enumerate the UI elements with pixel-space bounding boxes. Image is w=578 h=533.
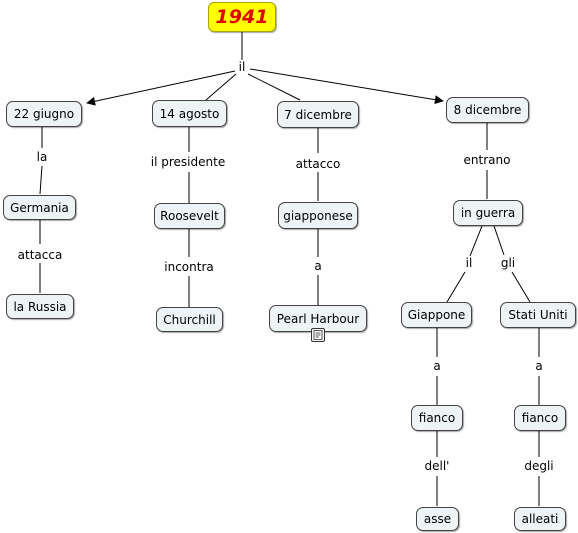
node-roosevelt[interactable]: Roosevelt [154, 203, 225, 229]
link-phrase-a-pearl: a [313, 259, 323, 273]
link-phrase-entrano: entrano [462, 153, 512, 167]
node-fianco-giappone[interactable]: fianco [411, 405, 463, 431]
link-phrase-degli: degli [523, 459, 555, 473]
node-8-dicembre[interactable]: 8 dicembre [446, 97, 529, 123]
connector-il-7-dicembre [247, 73, 301, 101]
link-phrase-attacca: attacca [16, 248, 64, 262]
root-node-1941[interactable]: 1941 [208, 2, 276, 32]
node-alleati[interactable]: alleati [514, 507, 566, 531]
node-germania[interactable]: Germania [3, 195, 76, 220]
link-phrase-a-giappone: a [432, 359, 442, 373]
node-churchill[interactable]: Churchill [156, 307, 223, 332]
link-phrase-dell: dell' [423, 459, 451, 473]
document-icon[interactable] [311, 328, 325, 342]
node-la-russia[interactable]: la Russia [6, 294, 74, 319]
link-phrase-il-presidente: il presidente [149, 155, 227, 169]
link-phrase-attacco: attacco [294, 157, 342, 171]
node-pearl-harbour[interactable]: Pearl Harbour [269, 305, 367, 332]
node-in-guerra[interactable]: in guerra [453, 200, 523, 226]
connector-il-14-agosto [205, 73, 237, 101]
link-phrase-il: il [237, 60, 247, 74]
link-phrase-gli: gli [499, 256, 517, 270]
link-phrase-il-giappone: il [464, 256, 474, 270]
node-stati-uniti[interactable]: Stati Uniti [500, 302, 576, 328]
node-giappone[interactable]: Giappone [401, 302, 472, 328]
arrow-to-8-dicembre [249, 68, 444, 105]
link-phrase-la: la [35, 150, 49, 164]
node-14-agosto[interactable]: 14 agosto [152, 100, 227, 127]
node-fianco-stati-uniti[interactable]: fianco [514, 405, 566, 431]
node-asse[interactable]: asse [416, 507, 459, 531]
link-phrase-incontra: incontra [163, 260, 215, 274]
link-phrase-a-stati-uniti: a [534, 359, 544, 373]
node-22-giugno[interactable]: 22 giugno [6, 101, 82, 127]
node-giapponese[interactable]: giapponese [278, 202, 358, 229]
arrow-to-22-giugno [86, 70, 236, 106]
node-7-dicembre[interactable]: 7 dicembre [277, 101, 359, 128]
